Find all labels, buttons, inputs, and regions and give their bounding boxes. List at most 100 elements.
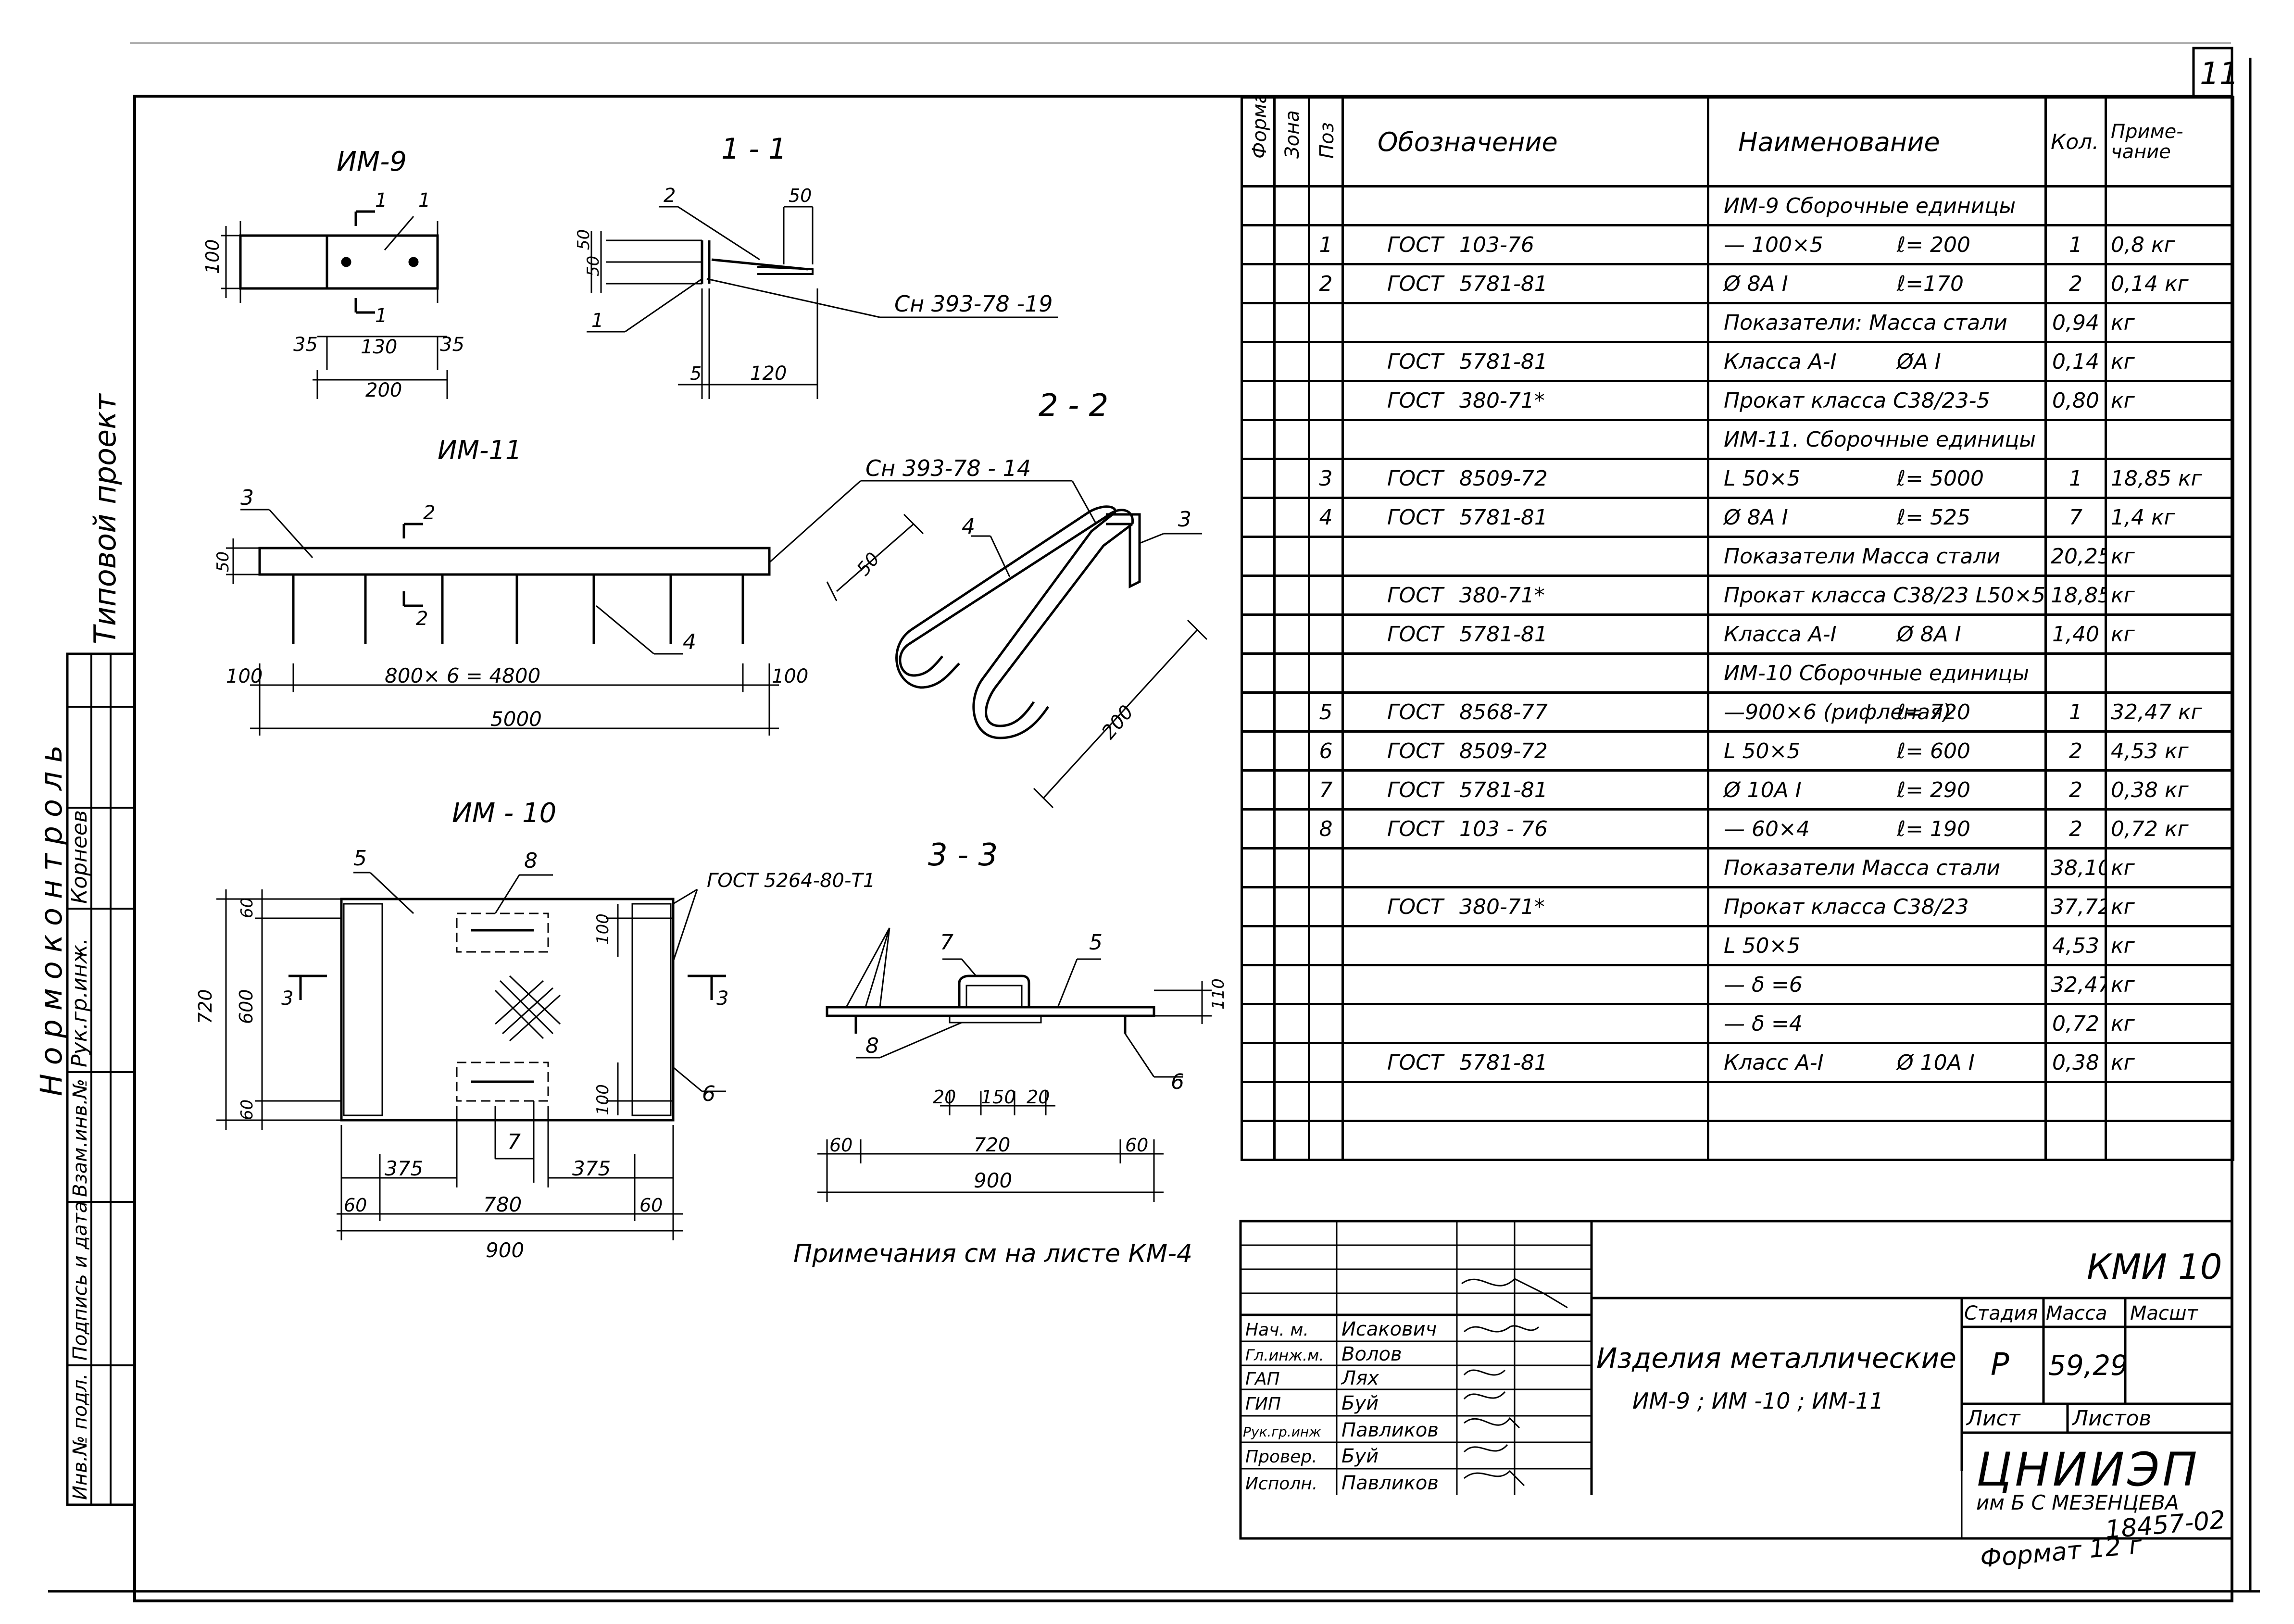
designation-cell	[1341, 964, 1709, 1005]
stamp-row-3: Подпись и дата	[69, 1201, 91, 1361]
table-row: ИМ-9 Сборочные единицы	[1241, 185, 2234, 226]
project-label: Типовой проект	[88, 393, 123, 644]
zone-cell	[1273, 419, 1310, 460]
pos-cell	[1308, 1081, 1344, 1122]
pos-cell: 6	[1308, 730, 1344, 772]
standard-number: 5781-81	[1459, 271, 1548, 296]
staff-role-4: Рук.гр.инж	[1243, 1424, 1321, 1440]
qty-cell: 38,10	[2044, 847, 2107, 888]
designation-cell	[1341, 1081, 1709, 1122]
item-name: Ø 8А I	[1724, 505, 1788, 530]
table-row	[1241, 1120, 2234, 1161]
item-name: — 100×5	[1724, 232, 1823, 257]
pos-cell	[1308, 1042, 1344, 1083]
mass-label: Масса	[2046, 1302, 2107, 1324]
staff-name-6: Павликов	[1341, 1472, 1439, 1494]
item-param: ℓ= 525	[1897, 505, 1971, 530]
table-row: ИМ-11. Сборочные единицы	[1241, 419, 2234, 460]
left-stamp: Типовой проект Нормоконтроль Рук.гр.инж.…	[34, 393, 136, 1506]
table-header-row: Формат Зона Поз Обозначение Наименование…	[1241, 96, 2234, 187]
zone-cell	[1273, 691, 1310, 733]
item-name: Класса А-I	[1724, 622, 1837, 647]
name-cell: — δ =4	[1707, 1003, 2047, 1044]
qty-cell: 20,25	[2044, 536, 2107, 577]
specification-table: Формат Зона Поз Обозначение Наименование…	[1241, 96, 2234, 1161]
s11-dim-left-b: 50	[574, 229, 593, 250]
im11-dim-right: 100	[772, 665, 808, 687]
format-cell	[1241, 691, 1276, 733]
note-cell: кг	[2105, 302, 2234, 343]
pos-cell	[1308, 925, 1344, 966]
item-name: ИМ-10 Сборочные единицы	[1724, 661, 2030, 686]
qty-cell: 4,53	[2044, 925, 2107, 966]
im10-dim-top-a: 60	[238, 898, 257, 918]
sheet-number: 11	[2200, 56, 2239, 92]
gost-label: ГОСТ	[1387, 466, 1443, 491]
org-name: ЦНИИЭП	[1976, 1443, 2200, 1497]
section-3-3-title: 3 - 3	[928, 837, 998, 873]
zone-cell	[1273, 808, 1310, 849]
s33-dim-mid: 720	[974, 1134, 1010, 1156]
pos-cell: 7	[1308, 769, 1344, 811]
staff-role-1: Гл.инж.м.	[1245, 1346, 1324, 1364]
header-pos: Поз	[1308, 96, 1344, 187]
item-param: ØА I	[1897, 349, 1941, 374]
standard-number: 380-71*	[1459, 894, 1545, 919]
format-cell	[1241, 224, 1276, 265]
s22-callout-3: 3	[1178, 507, 1191, 532]
name-cell: Прокат класса С38/23 L50×5	[1707, 575, 2047, 616]
format-cell	[1241, 419, 1276, 460]
designation-cell	[1341, 185, 1709, 226]
standard-number: 5781-81	[1459, 505, 1548, 530]
doc-code: КМИ 10	[2087, 1247, 2222, 1287]
format-cell	[1241, 536, 1276, 577]
stamp-row-4: Инв.№ подл.	[69, 1374, 91, 1500]
staff-role-5: Провер.	[1245, 1447, 1317, 1467]
pos-cell	[1308, 964, 1344, 1005]
pos-cell	[1308, 302, 1344, 343]
note-cell	[2105, 652, 2234, 694]
zone-cell	[1273, 847, 1310, 888]
note-cell: кг	[2105, 1003, 2234, 1044]
zone-cell	[1273, 1120, 1310, 1161]
drawing-section-1-1	[587, 206, 1058, 399]
qty-cell: 2	[2044, 769, 2107, 811]
table-row	[1241, 1081, 2234, 1122]
qty-cell: 1	[2044, 691, 2107, 733]
im11-dim-total: 5000	[490, 707, 542, 731]
staff-name-5: Буй	[1341, 1445, 1379, 1467]
item-name: ИМ-9 Сборочные единицы	[1724, 193, 2016, 218]
qty-cell: 0,94	[2044, 302, 2107, 343]
designation-cell	[1341, 925, 1709, 966]
note-cell	[2105, 185, 2234, 226]
note-cell	[2105, 1081, 2234, 1122]
format-cell	[1241, 652, 1276, 694]
drawing-im10	[216, 872, 726, 1240]
format-cell	[1241, 1081, 1276, 1122]
zone-cell	[1273, 224, 1310, 265]
note-cell: кг	[2105, 536, 2234, 577]
s11-dim-bottom: 120	[750, 362, 787, 385]
format-cell	[1241, 263, 1276, 304]
pos-cell	[1308, 419, 1344, 460]
zone-cell	[1273, 263, 1310, 304]
im10-mark-right: 3	[716, 987, 728, 1010]
s33-dim-total: 900	[974, 1169, 1012, 1192]
item-name: Класс А-I	[1724, 1050, 1824, 1075]
name-cell: —900×6 (рифленая)ℓ= 720	[1707, 691, 2047, 733]
